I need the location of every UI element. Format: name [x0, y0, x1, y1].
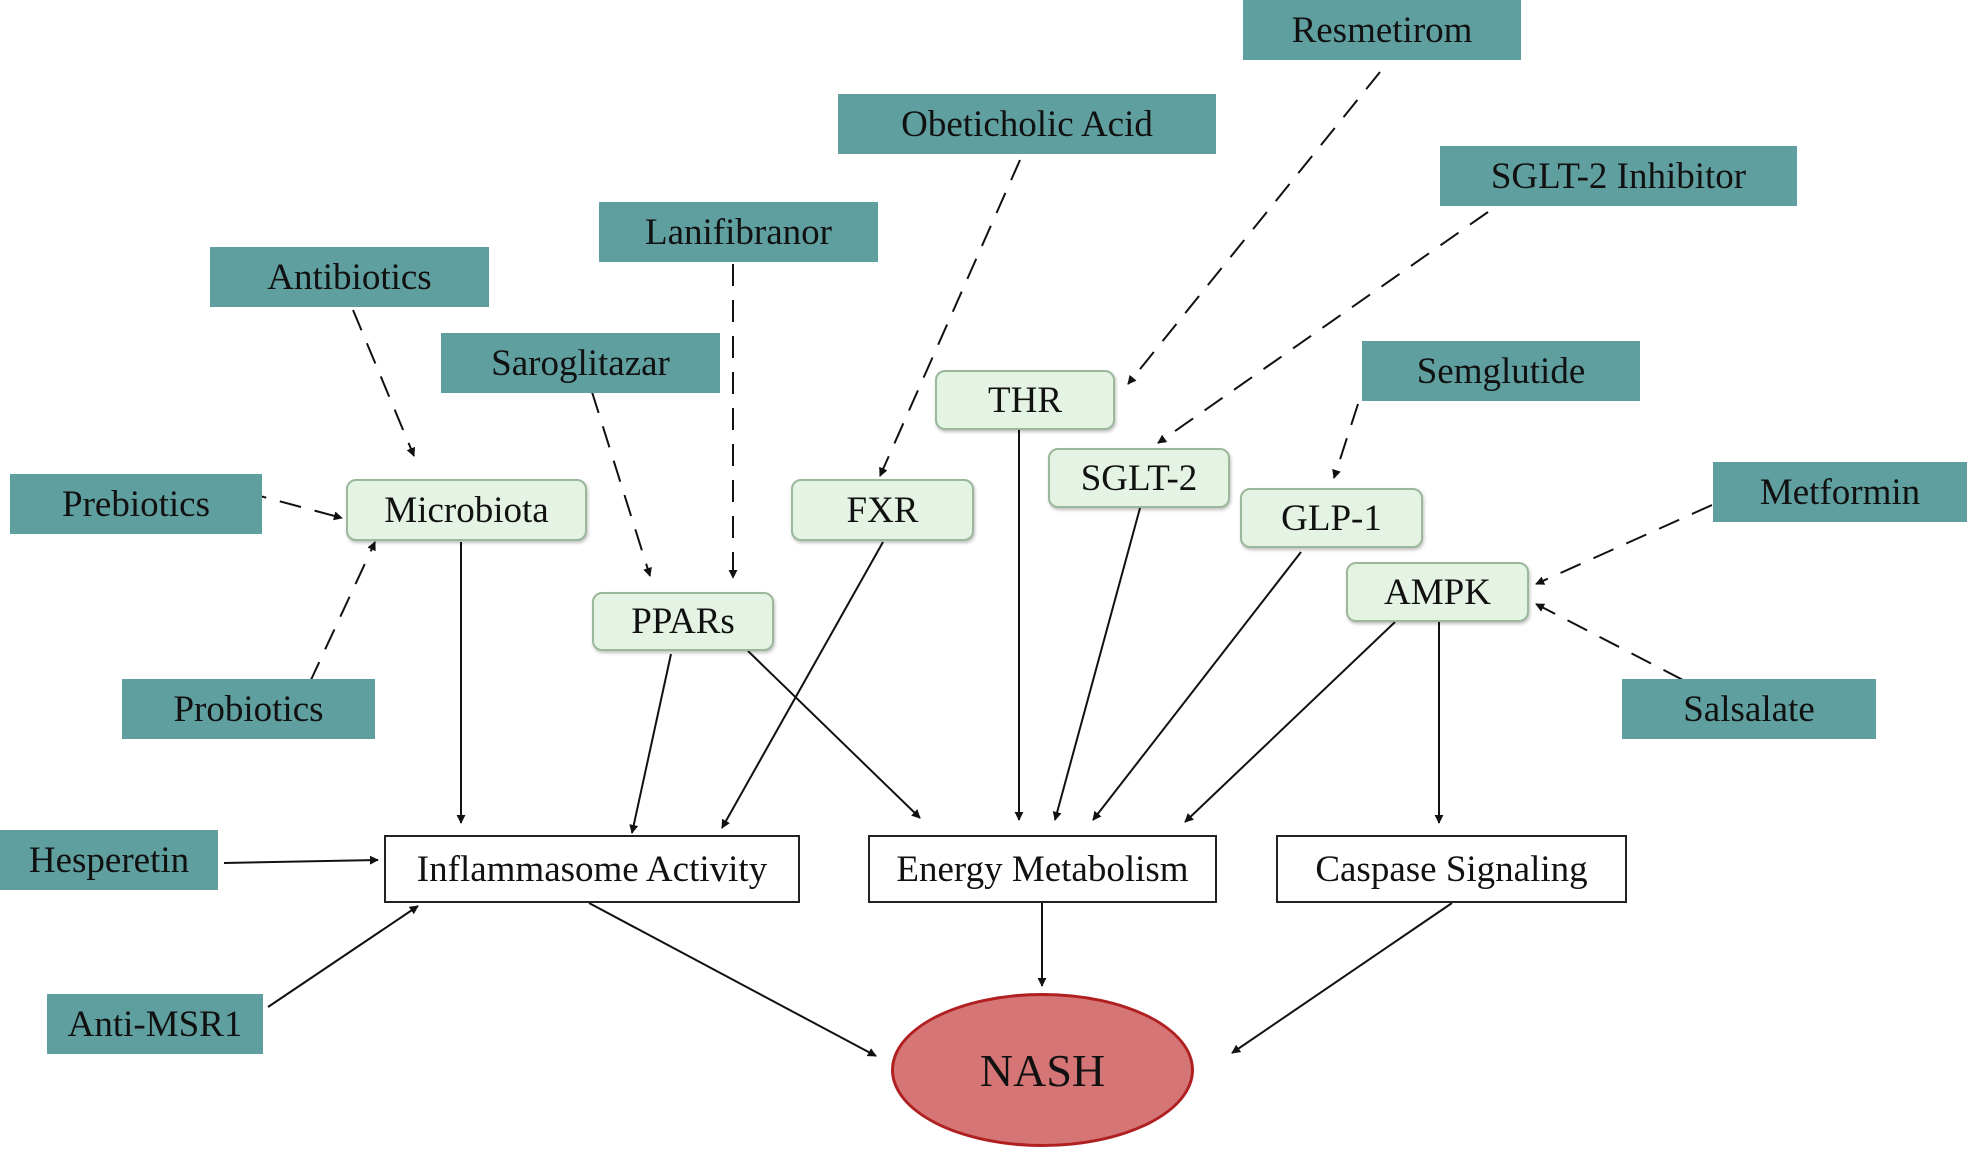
drug-salsalate: Salsalate — [1622, 679, 1876, 739]
arrow-pprs-to-energy — [747, 650, 921, 819]
target-ampk: AMPK — [1346, 562, 1529, 622]
arrow-sglt2-to-energy — [1052, 507, 1141, 821]
target-ppars: PPARs — [592, 592, 774, 651]
arrow-saroglitazar-to-ppars — [591, 391, 652, 577]
drug-probiotics: Probiotics — [122, 679, 375, 739]
arrow-sglt2-inhibitor-to-sglt2 — [1157, 211, 1489, 444]
target-glp1: GLP-1 — [1240, 488, 1423, 548]
drug-sglt2-inhibitor: SGLT-2 Inhibitor — [1440, 146, 1797, 206]
arrow-caspase-to-nash — [1231, 902, 1453, 1054]
process-inflammasome-activity: Inflammasome Activity — [384, 835, 800, 903]
drug-metformin: Metformin — [1713, 462, 1967, 522]
target-microbiota: Microbiota — [346, 479, 587, 541]
drug-hesperetin: Hesperetin — [0, 830, 218, 890]
drug-prebiotics: Prebiotics — [10, 474, 262, 534]
arrow-obeticholic-acid-to-fxr — [879, 159, 1021, 477]
arrow-fxr-to-inflammasome — [721, 541, 884, 829]
drug-antibiotics: Antibiotics — [210, 247, 489, 307]
arrow-salsalate-to-ampk — [1535, 603, 1684, 681]
target-sglt2: SGLT-2 — [1048, 448, 1230, 508]
arrow-semglutide-to-glp1 — [1332, 403, 1359, 479]
target-fxr: FXR — [791, 479, 974, 541]
drug-obeticholic-acid: Obeticholic Acid — [838, 94, 1216, 154]
process-caspase-signaling: Caspase Signaling — [1276, 835, 1627, 903]
target-thr: THR — [935, 370, 1115, 430]
arrow-anti-msr1-to-inflammasome — [267, 905, 419, 1008]
arrow-metformin-to-ampk — [1535, 504, 1713, 585]
arrow-resmetirom-to-thr — [1127, 71, 1381, 385]
drug-anti-msr1: Anti-MSR1 — [47, 994, 263, 1054]
process-energy-metabolism: Energy Metabolism — [868, 835, 1217, 903]
drug-semglutide: Semglutide — [1362, 341, 1640, 401]
drug-saroglitazar: Saroglitazar — [441, 333, 720, 393]
outcome-nash: NASH — [891, 993, 1194, 1147]
arrow-probiotics-to-microbiota — [309, 541, 376, 683]
arrow-inflammasome-to-nash — [588, 902, 877, 1057]
arrow-hesperetin-to-inflammasome — [223, 855, 379, 865]
arrow-pprs-to-inflammasome — [629, 653, 672, 834]
drug-lanifibranor: Lanifibranor — [599, 202, 878, 262]
arrow-ampk-to-energy — [1184, 621, 1396, 823]
arrow-glp1-to-energy — [1092, 551, 1302, 821]
arrow-antibiotics-to-microbiota — [352, 309, 416, 457]
drug-resmetirom: Resmetirom — [1243, 0, 1521, 60]
